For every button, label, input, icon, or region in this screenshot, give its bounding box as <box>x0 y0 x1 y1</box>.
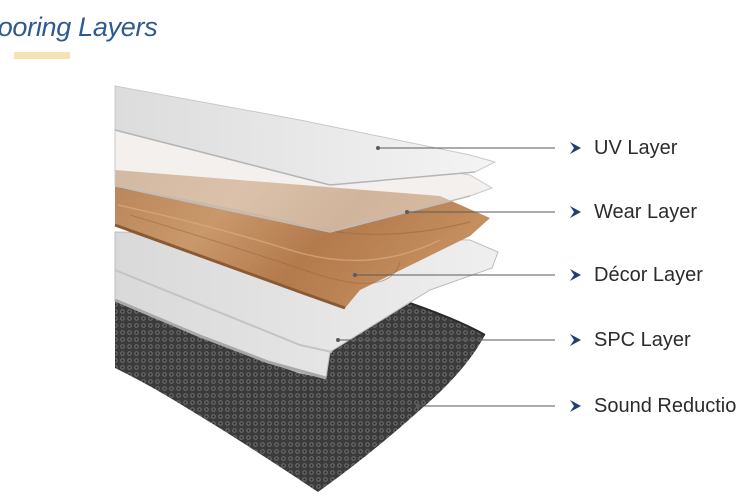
decor-grain-2 <box>117 204 441 262</box>
uv-layer-edge <box>114 129 476 186</box>
arrowhead-right-icon <box>570 400 581 412</box>
leader-dot-sound <box>416 404 420 408</box>
callout-label: Décor Layer <box>594 263 703 286</box>
callout-label: UV Layer <box>594 136 678 159</box>
leader-dot-uv <box>376 146 380 150</box>
title-underline <box>14 52 70 59</box>
decor-layer-edge <box>114 223 346 310</box>
callout-label: Wear Layer <box>594 200 698 223</box>
leader-dot-decor <box>353 273 357 277</box>
leader-dot-spc <box>336 338 340 342</box>
wear-layer-edge <box>114 185 471 233</box>
leader-dot-wear <box>405 210 409 214</box>
arrowhead-right-icon <box>570 206 581 218</box>
callout-uv-layer: UV Layer <box>568 135 677 161</box>
decor-grain-3 <box>129 214 401 284</box>
spc-click-groove <box>114 269 333 353</box>
arrowhead-right-icon <box>570 142 581 154</box>
callout-sound-reduction-layer: Sound Reductio <box>568 393 736 419</box>
arrowhead-right-icon <box>570 334 581 346</box>
callout-label: Sound Reductio <box>594 394 737 417</box>
arrowhead-right-icon <box>570 269 581 281</box>
callout-decor-layer: Décor Layer <box>568 262 703 288</box>
spc-layer-edge <box>114 298 327 380</box>
page-title: looring Layers <box>0 12 158 42</box>
callout-wear-layer: Wear Layer <box>568 199 697 225</box>
callout-spc-layer: SPC Layer <box>568 327 691 353</box>
callout-label: SPC Layer <box>594 328 691 351</box>
